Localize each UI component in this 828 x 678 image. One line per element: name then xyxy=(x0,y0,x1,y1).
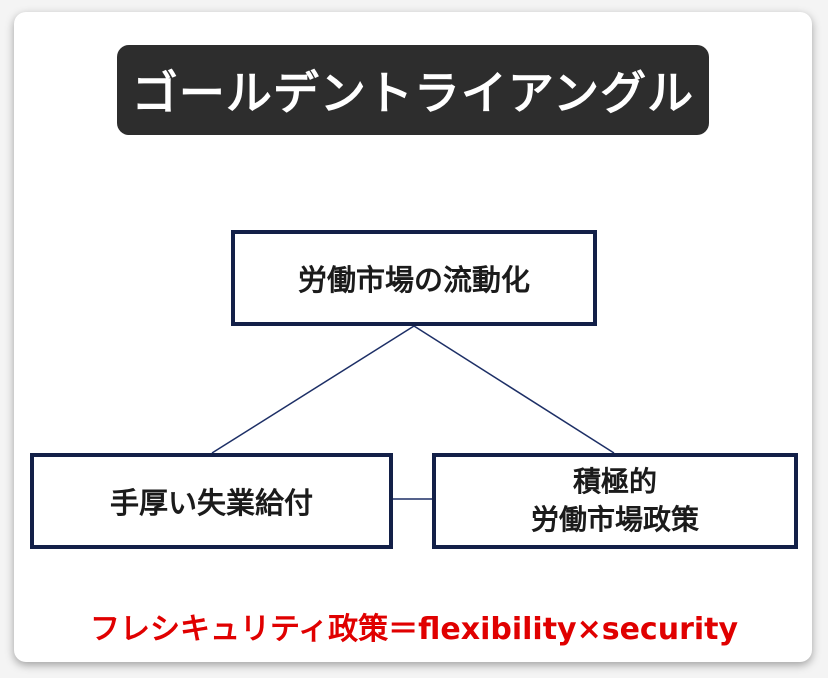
connector-top-to-left xyxy=(211,325,415,454)
node-right-label-line1: 積極的 xyxy=(572,465,657,498)
node-unemployment-benefits: 手厚い失業給付 xyxy=(30,453,393,549)
diagram-title: ゴールデントライアングル xyxy=(117,45,709,135)
node-left-label: 手厚い失業給付 xyxy=(109,486,313,520)
node-right-label-line2: 労働市場政策 xyxy=(530,503,699,536)
node-labor-market-fluidity: 労働市場の流動化 xyxy=(231,230,597,326)
node-top-label: 労働市場の流動化 xyxy=(297,263,530,297)
flexicurity-caption: フレシキュリティ政策＝flexibility×security xyxy=(89,612,739,647)
connector-top-to-right xyxy=(413,325,615,454)
node-active-labor-policy: 積極的 労働市場政策 xyxy=(432,453,798,549)
